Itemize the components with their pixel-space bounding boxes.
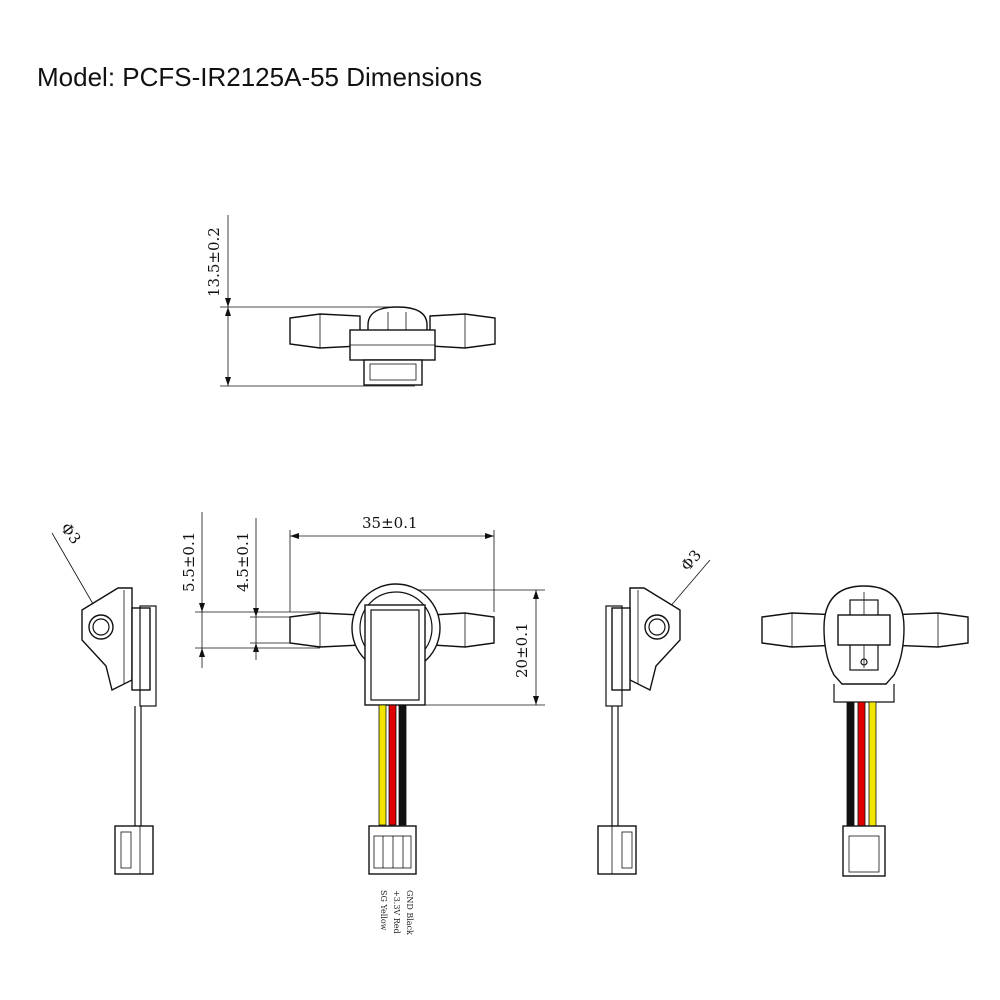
wire-black [398, 704, 407, 826]
wire-red [388, 704, 397, 826]
dim-hole-left: Φ3 [57, 519, 85, 547]
wire-yellow-back [868, 701, 877, 827]
dim-height-center: 20±0.1 [513, 622, 531, 678]
wire-yellow [378, 704, 387, 826]
wire-label-sg: SG Yellow [379, 890, 388, 931]
dim-width-center: 35±0.1 [362, 514, 418, 532]
right-side-view [597, 559, 711, 875]
wire-label-vcc: +3.3V Red [392, 890, 401, 934]
wire-label-gnd: GND Black [405, 890, 414, 935]
dim-inner-dia: 4.5±0.1 [234, 532, 252, 592]
dim-height-top: 13.5±0.2 [205, 227, 223, 297]
back-view [761, 585, 969, 877]
top-view [220, 215, 496, 387]
page-title: Model: PCFS-IR2125A-55 Dimensions [37, 62, 483, 92]
dim-outer-dia: 5.5±0.1 [180, 532, 198, 592]
wire-red-back [857, 701, 866, 827]
left-side-view [51, 532, 157, 875]
wire-black-back [846, 701, 855, 827]
front-view [195, 512, 545, 875]
